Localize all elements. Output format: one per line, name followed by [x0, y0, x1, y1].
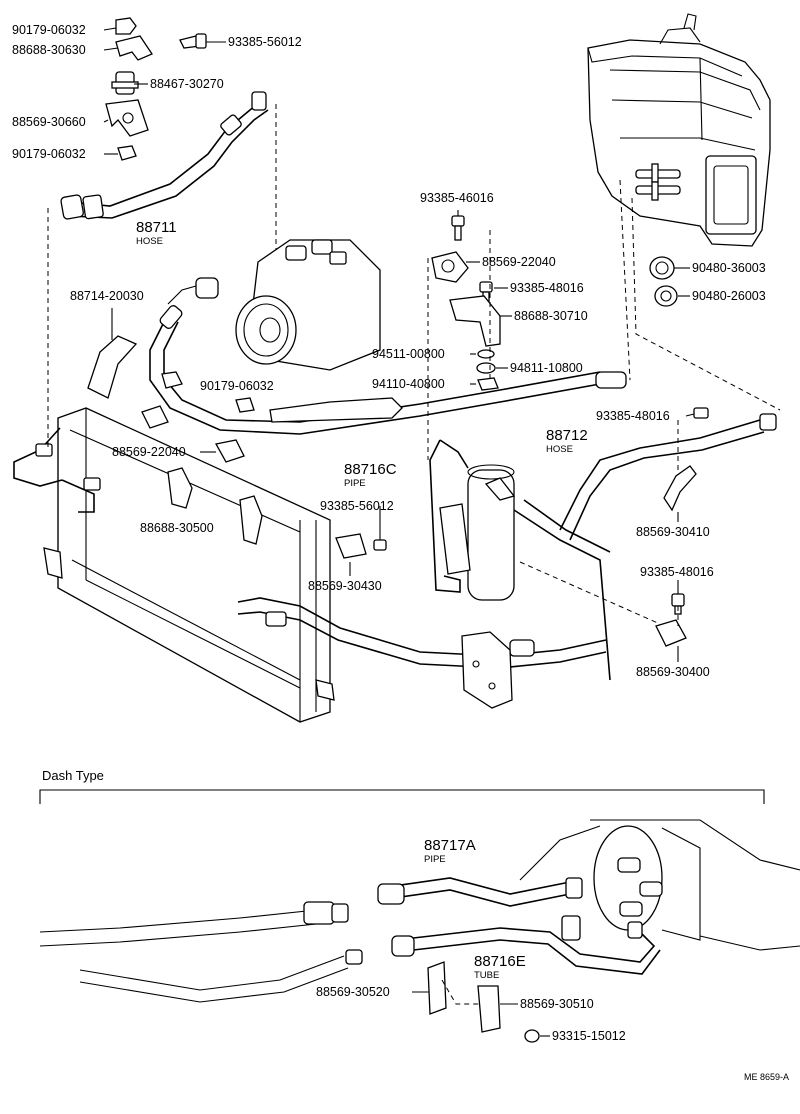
evaporator-unit [587, 13, 771, 247]
callout-c18: 93385-48016 [596, 409, 670, 423]
callout-c9: 93385-48016 [510, 281, 584, 295]
dash-type-section [39, 789, 800, 1043]
callout-c21: 93385-56012 [320, 499, 394, 513]
callout-c3: 93385-56012 [228, 35, 302, 49]
pipe-88717a-number: 88717A [424, 837, 476, 854]
callout-c2: 88688-30630 [12, 43, 86, 57]
hose-88711-number: 88711 [136, 219, 177, 236]
leader-lines [103, 27, 695, 1037]
callout-c4: 88467-30270 [150, 77, 224, 91]
callout-c13: 94110-40800 [372, 377, 445, 391]
callout-c7: 93385-46016 [420, 191, 494, 205]
pipe-88717a-type: PIPE [424, 854, 446, 865]
callout-c5: 88569-30660 [12, 115, 86, 129]
callout-c15: 90179-06032 [200, 379, 274, 393]
tube-88716e-number: 88716E [474, 953, 526, 970]
callout-c20: 88688-30500 [140, 521, 214, 535]
callout-c16: 90480-36003 [692, 261, 766, 275]
pipe-88716c-type: PIPE [344, 478, 366, 489]
callout-c24: 93385-48016 [640, 565, 714, 579]
callout-c26: 88569-30520 [316, 985, 390, 999]
hose-88711 [60, 91, 269, 220]
callout-c6: 90179-06032 [12, 147, 86, 161]
liquid-pipe [559, 413, 777, 541]
pipe-88716c-number: 88716C [344, 461, 397, 478]
callout-c12: 94811-10800 [510, 361, 583, 375]
section-label-dash-type: Dash Type [42, 768, 104, 783]
callout-c11: 94511-00800 [372, 347, 445, 361]
callout-c1: 90179-06032 [12, 23, 86, 37]
hose-88712 [149, 277, 627, 435]
condenser [13, 407, 335, 723]
condenser-outlet-pipe [237, 597, 607, 709]
callout-c10: 88688-30710 [514, 309, 588, 323]
tube-88716e-type: TUBE [474, 970, 499, 981]
fasteners [105, 17, 709, 647]
diagram-code: ME 8659-A [744, 1072, 789, 1082]
compressor [235, 239, 381, 371]
hose-88712-type: HOSE [546, 444, 573, 455]
reference-lines [47, 104, 781, 626]
callout-c17: 90480-26003 [692, 289, 766, 303]
callout-c27: 88569-30510 [520, 997, 594, 1011]
part-number-labels: 90179-06032 88688-30630 93385-56012 8846… [12, 23, 766, 1043]
hose-88714 [87, 335, 403, 423]
callout-c23: 88569-30410 [636, 525, 710, 539]
callout-c25: 88569-30400 [636, 665, 710, 679]
hose-88711-type: HOSE [136, 236, 163, 247]
callout-c22: 88569-30430 [308, 579, 382, 593]
receiver-drier [429, 439, 611, 681]
callout-c28: 93315-15012 [552, 1029, 626, 1043]
callout-c14: 88714-20030 [70, 289, 144, 303]
component-labels: 88711 HOSE 88712 HOSE 88716C PIPE 88717A… [136, 219, 588, 981]
hose-88712-number: 88712 [546, 427, 588, 444]
callout-c19: 88569-22040 [112, 445, 186, 459]
callout-c8: 88569-22040 [482, 255, 556, 269]
